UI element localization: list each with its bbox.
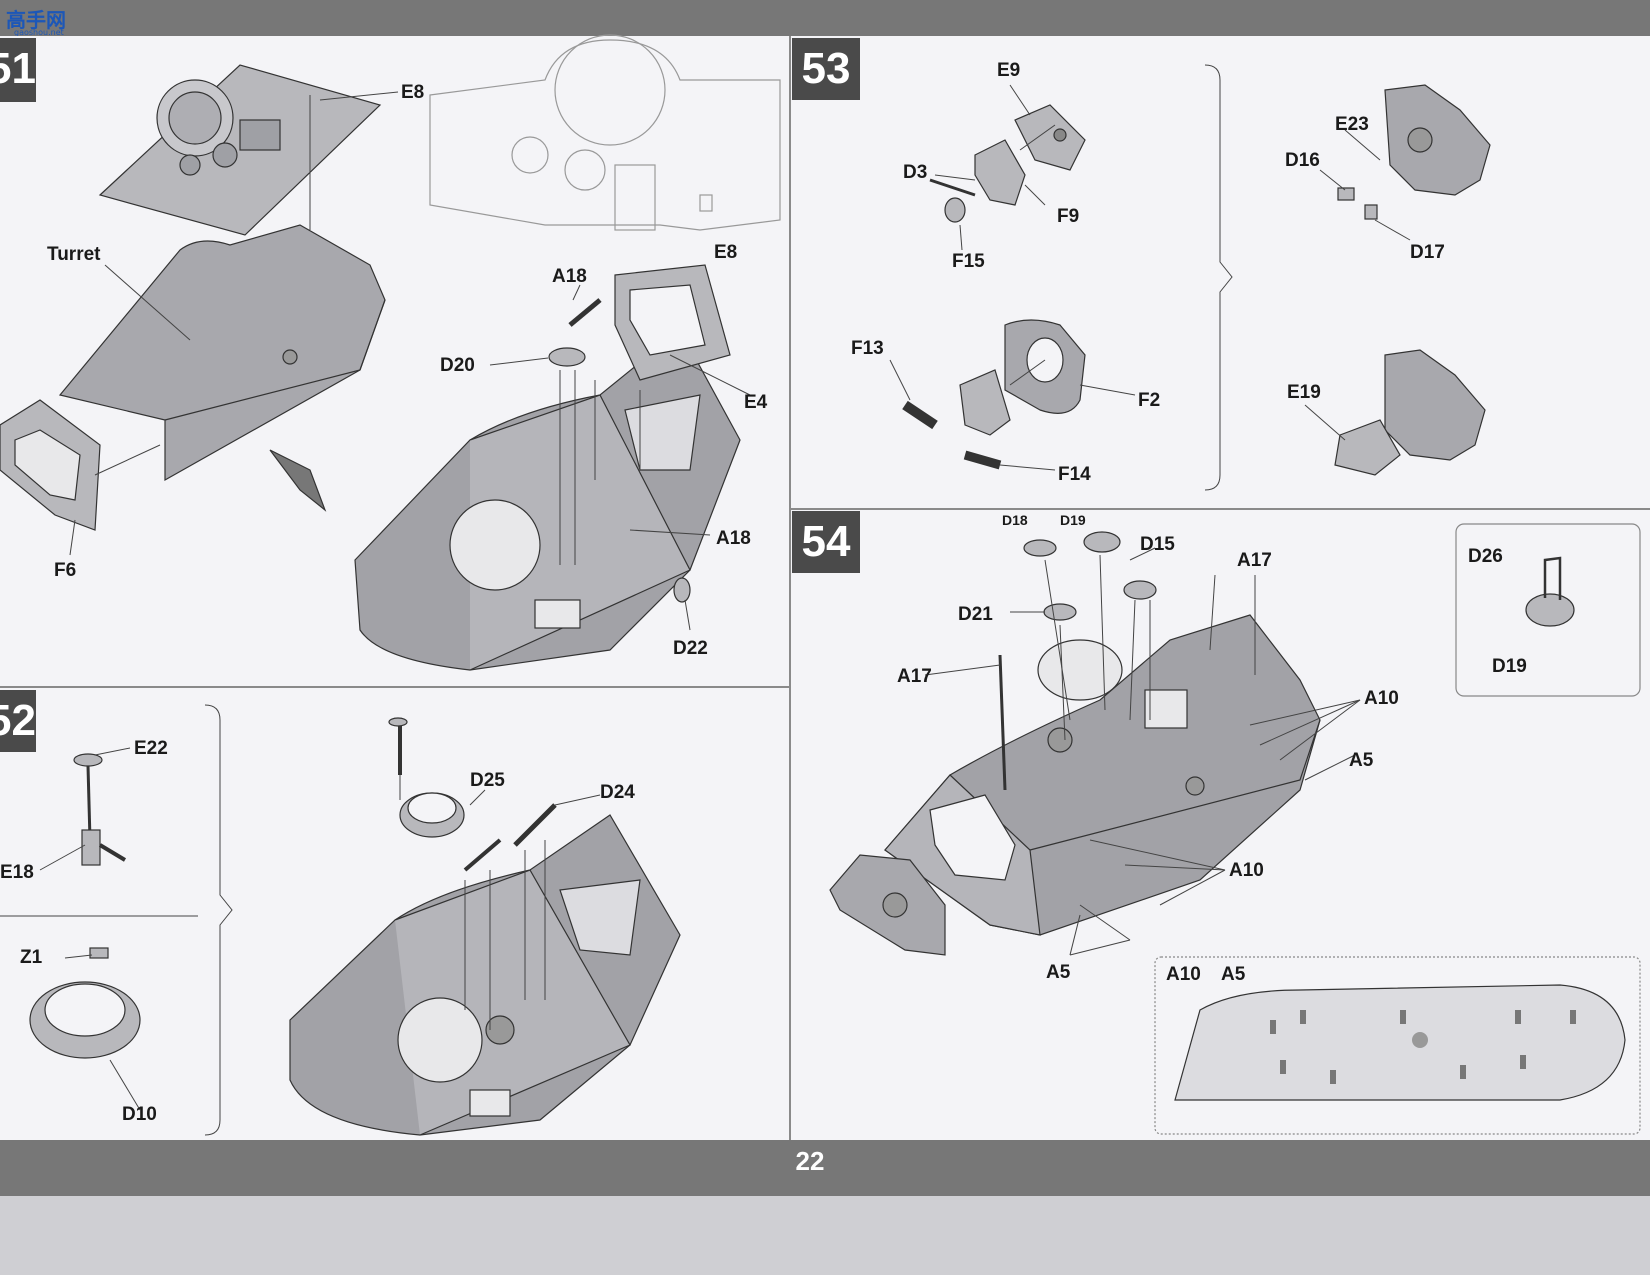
part-d21	[1043, 603, 1077, 621]
label-d16: D16	[1285, 150, 1320, 171]
part-f6	[0, 399, 101, 531]
step-number-54: 54	[792, 511, 860, 573]
part-d15	[1123, 580, 1157, 600]
part-f13	[902, 400, 938, 430]
logo-subtext: gaoshou.net	[14, 28, 64, 37]
part-d18	[1023, 539, 1057, 557]
label-a17: A17	[1237, 550, 1272, 571]
label-d19-inset: D19	[1492, 656, 1527, 677]
divider-left-horizontal	[0, 686, 790, 688]
part-d20	[548, 347, 586, 367]
part-e8-reference	[429, 34, 781, 231]
label-e18: E18	[0, 862, 34, 883]
logo-text: 高手网	[6, 7, 66, 32]
part-d17	[1364, 204, 1378, 220]
divider-right-horizontal	[790, 508, 1650, 510]
label-d15: D15	[1140, 534, 1175, 555]
label-d25: D25	[470, 770, 505, 791]
label-f9: F9	[1057, 206, 1080, 227]
part-f2	[1004, 319, 1086, 414]
part-d26	[1543, 556, 1562, 600]
part-mantlet-54	[829, 854, 946, 956]
label-a5-lower: A5	[1046, 962, 1071, 983]
part-d24	[513, 803, 557, 847]
part-e22	[73, 753, 127, 866]
page-number: 22	[795, 1146, 825, 1176]
step-number-52: 52	[0, 690, 36, 752]
part-d22	[673, 577, 691, 603]
label-a17-left: A17	[897, 666, 932, 687]
label-d18: D18	[1002, 512, 1028, 528]
label-d20: D20	[440, 355, 475, 376]
part-a17-left	[998, 654, 1007, 791]
label-a10: A10	[1364, 688, 1399, 709]
part-turret-hull-51	[354, 329, 741, 671]
part-turret-hull-52	[289, 814, 681, 1136]
part-d25-ring	[388, 717, 465, 838]
label-a5: A5	[1349, 750, 1374, 771]
part-z1-ring	[29, 947, 141, 1059]
label-z1: Z1	[20, 947, 43, 968]
part-f9-lower	[959, 369, 1011, 436]
step-number-53: 53	[792, 38, 860, 100]
label-e19: E19	[1287, 382, 1321, 403]
label-d3: D3	[903, 162, 928, 183]
detail-hull-side	[1174, 984, 1626, 1101]
label-detail-a10: A10	[1166, 964, 1201, 985]
part-d16	[1337, 187, 1355, 201]
label-f13: F13	[851, 338, 884, 359]
part-d19-inset	[1525, 593, 1575, 627]
label-f15: F15	[952, 251, 985, 272]
label-turret: Turret	[47, 244, 101, 265]
direction-arrow	[269, 449, 327, 512]
label-a18-lower: A18	[716, 528, 751, 549]
part-turret-shell	[58, 224, 386, 482]
part-e19-mantlet	[1334, 349, 1486, 476]
label-d10: D10	[122, 1104, 157, 1125]
top-bar	[0, 0, 1650, 36]
bottom-bar	[0, 1140, 1650, 1196]
part-f9-d3	[929, 139, 1026, 206]
part-e8-plate	[98, 64, 382, 236]
part-f14	[963, 450, 1002, 470]
part-e23-mantlet	[1384, 84, 1491, 196]
label-f6: F6	[54, 560, 77, 581]
label-d21: D21	[958, 604, 993, 625]
site-logo: 高手网 gaoshou.net	[6, 2, 66, 38]
part-a18	[568, 298, 602, 327]
label-e23: E23	[1335, 114, 1369, 135]
label-e4: E4	[744, 392, 768, 413]
label-e9: E9	[997, 60, 1021, 81]
label-e22: E22	[134, 738, 168, 759]
label-a18: A18	[552, 266, 587, 287]
detail-inset-d26	[1455, 523, 1641, 697]
label-d26: D26	[1468, 546, 1503, 567]
label-d17: D17	[1410, 242, 1445, 263]
label-f2: F2	[1138, 390, 1161, 411]
label-e8: E8	[401, 82, 425, 103]
label-a10-lower: A10	[1229, 860, 1264, 881]
label-e8-reference: E8	[714, 242, 738, 263]
page-margin	[0, 1196, 1650, 1275]
part-d19-top	[1083, 531, 1121, 553]
part-turret-hull-54	[884, 614, 1321, 936]
label-d22: D22	[673, 638, 708, 659]
detail-inset-a10-a5	[1154, 956, 1641, 1135]
part-f15	[944, 197, 966, 223]
step-number-51: 51	[0, 38, 36, 102]
part-e9	[1014, 104, 1086, 171]
label-f14: F14	[1058, 464, 1091, 485]
label-d24: D24	[600, 782, 635, 803]
label-detail-a5: A5	[1221, 964, 1246, 985]
divider-vertical-main	[789, 36, 791, 1140]
label-d19-top: D19	[1060, 512, 1086, 528]
